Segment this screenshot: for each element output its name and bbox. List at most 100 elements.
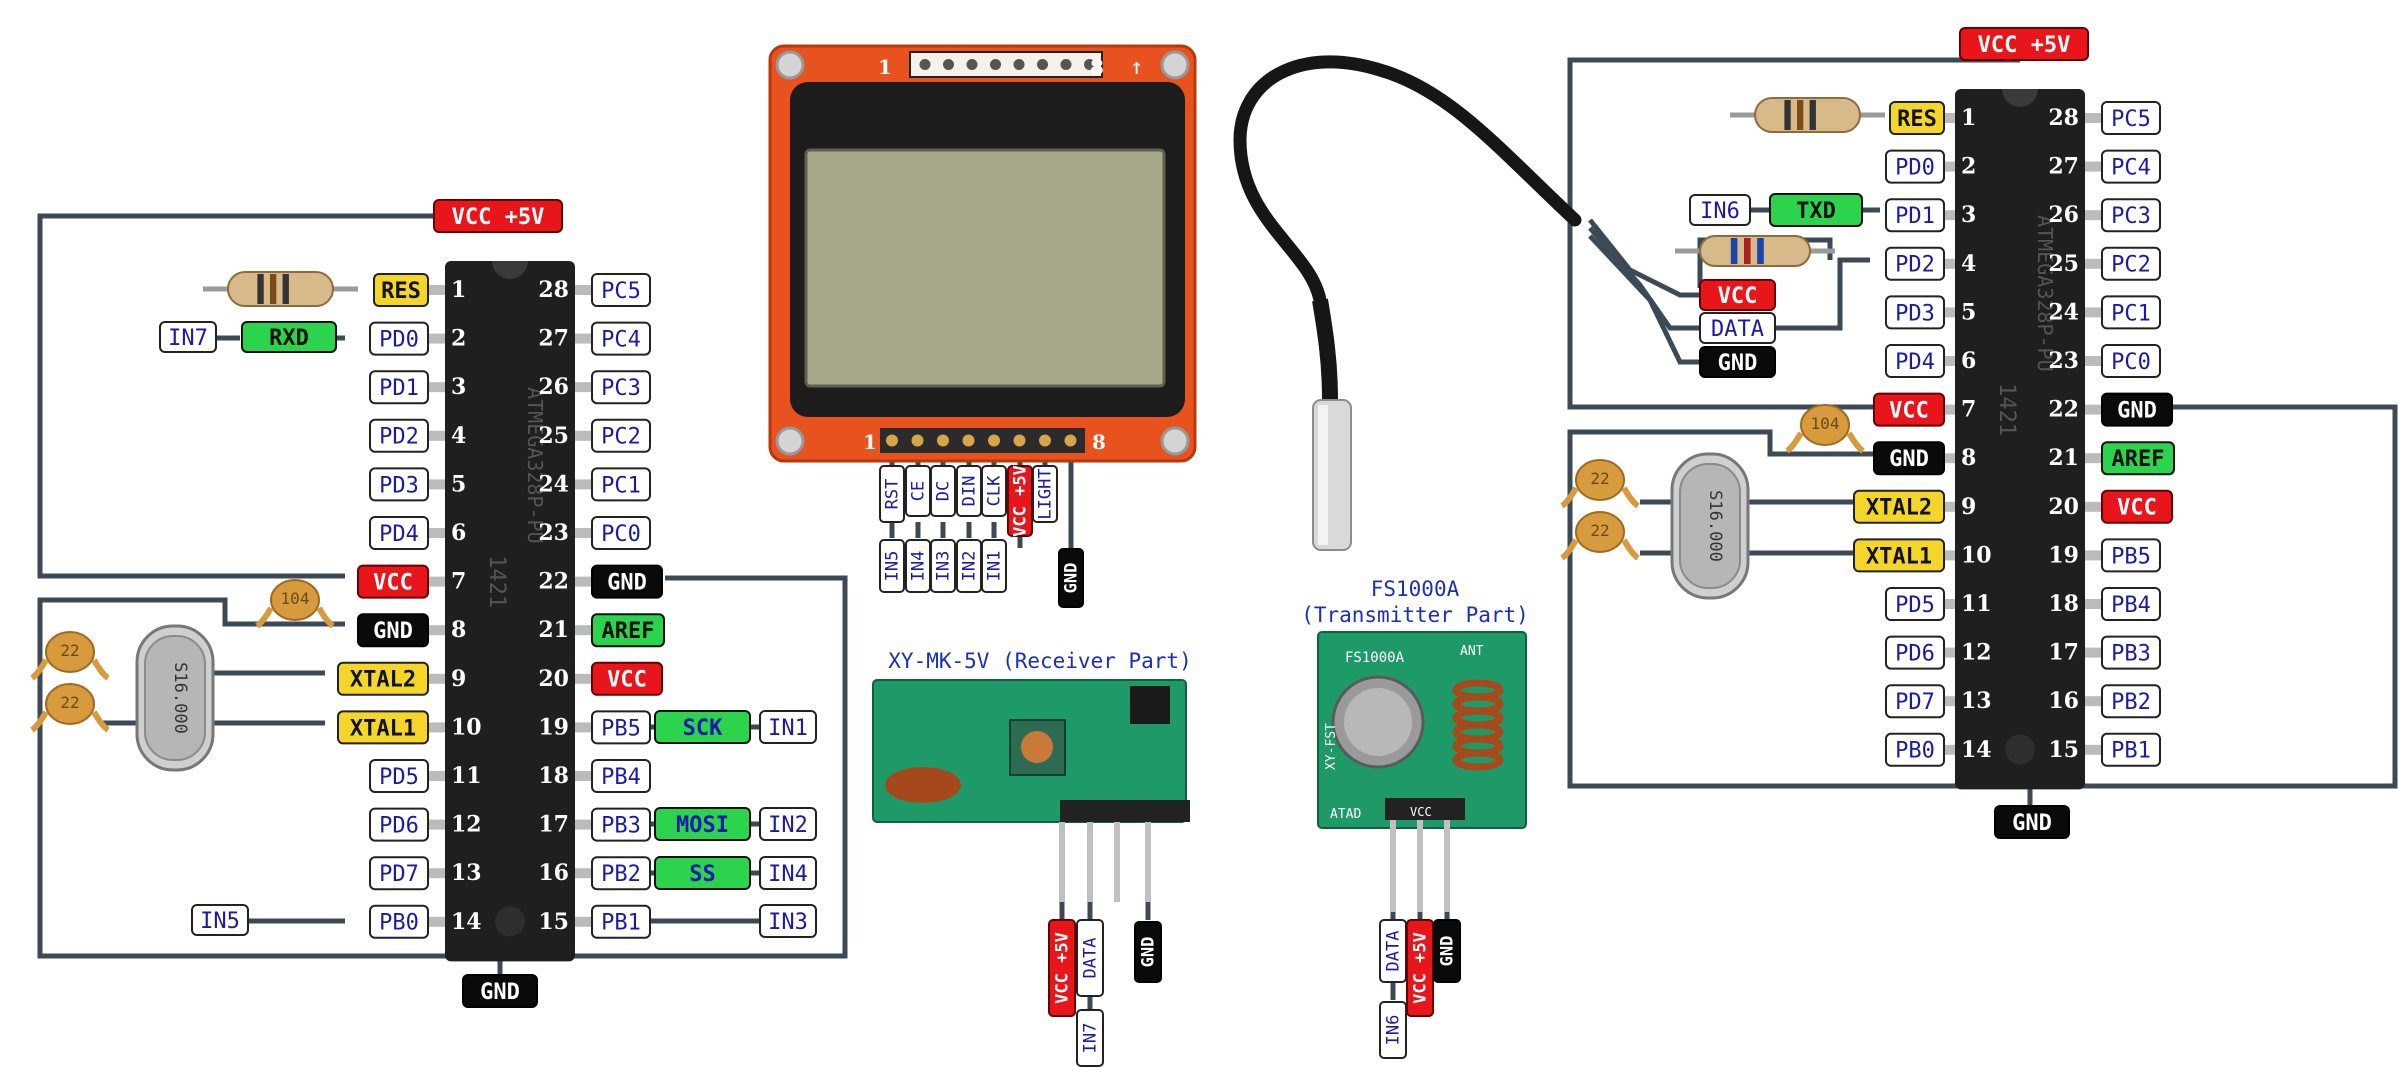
right-cap-2-body	[1575, 511, 1625, 553]
right-mcu-pin-num-right: 18	[2048, 591, 2079, 617]
left-pin-pb3-box	[591, 807, 651, 842]
right-mcu-pin-num-left: 1	[1961, 105, 1976, 131]
right-pin-pd7-text: PD7	[1895, 690, 1935, 715]
left-pin-xtal1-box	[337, 710, 429, 745]
right-mcu-pin-num-right: 17	[2048, 640, 2079, 666]
right-pin-pd6-text: PD6	[1895, 642, 1935, 667]
left-mcu-pin-num-left: 8	[451, 617, 466, 643]
lcd-pin-light-box	[1032, 465, 1058, 523]
right-mcu-pin-right	[2085, 453, 2101, 464]
lcd-top-header	[909, 51, 1103, 78]
lcd-top-pin	[1013, 59, 1025, 70]
right-sensor-data-link	[1775, 257, 1870, 331]
left-mcu-pin-left	[429, 576, 445, 587]
left-mcu-pin-num-right: 18	[538, 763, 569, 789]
right-gnd-wire	[1567, 404, 2398, 789]
temperature-probe	[1233, 55, 1582, 551]
lcd-mount-hole	[1160, 50, 1190, 80]
probe-cable	[1233, 55, 1582, 307]
right-mcu-marking: ATMEGA328P-PU	[2033, 215, 2057, 372]
right-mcu-pin-right	[2085, 696, 2101, 707]
left-pin-pc0: PC0	[591, 516, 651, 550]
lcd-bottom-pin	[937, 434, 949, 447]
right-pin-xtal2-text: XTAL2	[1866, 496, 1932, 521]
right-cap-1: 22	[1560, 459, 1640, 509]
left-cap-2-value: 22	[60, 693, 79, 712]
left-pin-pc5-text: PC5	[601, 279, 641, 304]
left-pin-pc1-text: PC1	[601, 473, 641, 498]
left-pin-pd1-box	[369, 370, 429, 405]
left-mcu-pin-right	[575, 576, 591, 587]
right-gnd-label-box	[1994, 805, 2070, 839]
left-in7-label: IN7	[159, 321, 217, 353]
left-pin-pd3: PD3	[369, 467, 429, 502]
right-mcu-pin-num-left: 10	[1961, 542, 1992, 568]
lcd-input-in2-text: IN2	[959, 551, 979, 582]
right-mcu-pin-num-left: 11	[1961, 591, 1992, 617]
left-pin-xtal2-box	[337, 661, 429, 696]
right-res2-band	[1744, 238, 1751, 264]
right-sensor-gnd-label: GND	[1699, 346, 1776, 378]
right-mcu-pin-num-left: 2	[1961, 154, 1976, 180]
lcd-bottom-pin	[886, 434, 898, 447]
left-pin-pb3: PB3	[591, 807, 651, 842]
transmitter-vcc-label: VCC +5V	[1406, 919, 1434, 1017]
right-mcu-chip	[1939, 89, 2101, 790]
left-gnd-wire	[37, 575, 848, 959]
right-mcu-pin-right	[2085, 647, 2101, 658]
right-pin-vcc-text: VCC	[2117, 496, 2157, 521]
right-pin-xtal2: XTAL2	[1853, 489, 1945, 524]
right-sensor-gnd-label-text: GND	[1718, 351, 1758, 376]
right-pin-xtal1-box	[1853, 538, 1945, 573]
right-mcu-notch	[2002, 89, 2038, 107]
left-pin-pd7-text: PD7	[379, 862, 419, 887]
lcd-module	[768, 44, 1197, 463]
right-pin-res-text: RES	[1897, 107, 1937, 132]
right-pin-pb0-box	[1885, 732, 1945, 767]
left-mcu-pin-num-left: 11	[451, 763, 482, 789]
left-mcu-pin-num-right: 24	[538, 471, 569, 497]
receiver-antenna-coil	[885, 767, 961, 803]
receiver-vcc-label: VCC +5V	[1048, 919, 1076, 1017]
lcd-input-in4: IN4	[905, 539, 931, 593]
right-sensor-gnd-label-box	[1699, 346, 1776, 378]
receiver-pin	[1114, 822, 1120, 902]
right-mcu-pin-num-right: 28	[2048, 105, 2079, 131]
left-pin-pd6-box	[369, 807, 429, 842]
left-sck-label-text: SCK	[683, 716, 723, 741]
right-mcu-pin-left	[1939, 161, 1955, 172]
left-pin-aref: AREF	[591, 613, 665, 648]
left-pin-gnd-box	[591, 564, 663, 599]
left-pin-pd0-text: PD0	[379, 328, 419, 353]
right-sensor-data-label-text: DATA	[1711, 317, 1764, 342]
left-pin-pd4-box	[369, 516, 429, 550]
left-cap-2-body	[45, 683, 95, 725]
lcd-pin-gnd: GND	[1058, 548, 1084, 608]
right-pin-pd2-box	[1885, 246, 1945, 281]
left-in7-label-box	[159, 321, 217, 353]
left-pin-res: RES	[373, 273, 429, 307]
left-mcu-pin-left	[429, 868, 445, 879]
left-mcu-pin-num-right: 17	[538, 812, 569, 838]
right-pin-pc3: PC3	[2101, 198, 2161, 233]
left-mcu-marking: ATMEGA328P-PU	[523, 387, 547, 544]
right-pin-pb5: PB5	[2101, 538, 2161, 573]
transmitter-subtitle: (Transmitter Part)	[1301, 603, 1529, 627]
left-pin-pc2-text: PC2	[601, 425, 641, 450]
left-pin-gnd: GND	[357, 613, 429, 648]
transmitter-header	[1385, 798, 1465, 820]
left-cap-small-body	[270, 579, 320, 621]
left-mcu-pin-left	[429, 625, 445, 636]
left-pin-pd6-text: PD6	[379, 814, 419, 839]
left-pin-gnd-text: GND	[373, 619, 413, 644]
left-mcu-pin-left	[429, 771, 445, 781]
right-sensor-vcc-label-box	[1699, 279, 1776, 311]
right-pin-pd2-text: PD2	[1895, 253, 1935, 278]
left-pin-pd3-box	[369, 467, 429, 502]
lcd-top-8: 8	[1090, 55, 1104, 79]
left-pin-pd1: PD1	[369, 370, 429, 405]
right-mcu-pin-left	[1939, 647, 1955, 658]
right-vcc5v-label-box	[1959, 27, 2089, 61]
right-mcu-pin-num-right: 20	[2048, 494, 2079, 520]
